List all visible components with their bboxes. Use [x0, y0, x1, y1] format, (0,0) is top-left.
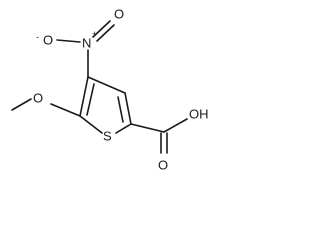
thiophene-ring [79, 76, 132, 134]
bond-c3-c2-double [117, 96, 124, 123]
bond-o-methyl [11, 98, 32, 111]
atom-o-nitro-top: O [114, 6, 124, 21]
bond-s-c2 [115, 123, 132, 134]
bond-n-o-top [92, 20, 111, 38]
atom-oh-acid: OH [189, 106, 209, 121]
bond-c5-s [79, 115, 103, 134]
atom-n-nitro: N [82, 35, 91, 50]
nitro-group [56, 20, 115, 78]
bond-c4-c5-double [86, 83, 95, 116]
charge-n-plus: + [92, 29, 97, 39]
bond-c5-o-methoxy [50, 103, 81, 117]
methoxy-group [11, 98, 81, 117]
carboxylic-acid-group [130, 118, 188, 154]
chemical-structure-diagram: O O - N + O S OH O [11, 6, 209, 172]
atom-o-methoxy: O [33, 90, 43, 105]
bond-c-oh [163, 118, 188, 133]
atom-o-nitro-left: O [43, 32, 53, 47]
atom-o-acid: O [158, 157, 168, 172]
bond-c3-c2 [124, 92, 132, 125]
atom-s-ring: S [103, 128, 112, 143]
bond-n-o-left [56, 39, 81, 43]
charge-o-minus: - [36, 32, 39, 42]
bond-c2-cooh [130, 123, 165, 133]
bond-n-o-top-double [96, 24, 115, 42]
bond-c4-c3 [87, 76, 126, 94]
bond-c4-c5 [79, 76, 89, 117]
